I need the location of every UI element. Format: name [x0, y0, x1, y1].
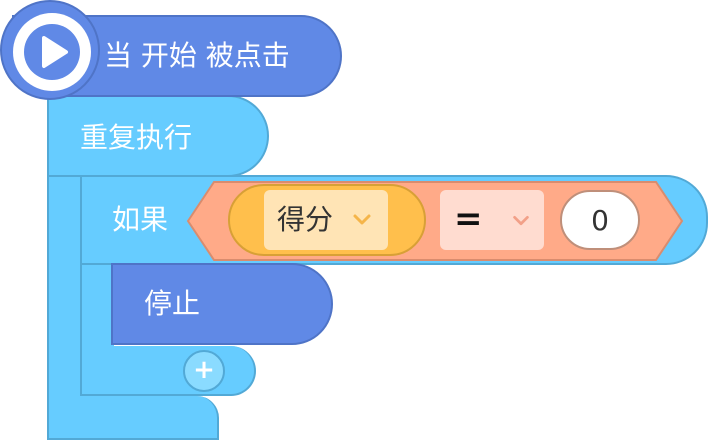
chevron-down-icon [513, 215, 529, 226]
forever-block-foot [47, 396, 219, 440]
variable-dropdown-label: 得分 [277, 203, 334, 236]
hat-block-cap [0, 0, 100, 100]
forever-block-label: 重复执行 [80, 121, 193, 154]
hat-block-label: 当 开始 被点击 [104, 39, 290, 72]
forever-block[interactable] [47, 95, 269, 177]
value-input[interactable] [560, 190, 640, 250]
if-block-label: 如果 [112, 203, 169, 236]
add-branch-button[interactable]: + [183, 350, 225, 392]
if-block-foot [80, 346, 256, 396]
forever-block-arm [47, 175, 81, 436]
operator-dropdown-label: = [454, 199, 483, 239]
variable-dropdown[interactable] [264, 190, 388, 250]
stop-block-label: 停止 [144, 287, 201, 320]
play-icon [24, 24, 80, 80]
stop-block[interactable] [111, 263, 333, 345]
chevron-down-icon [353, 214, 371, 225]
